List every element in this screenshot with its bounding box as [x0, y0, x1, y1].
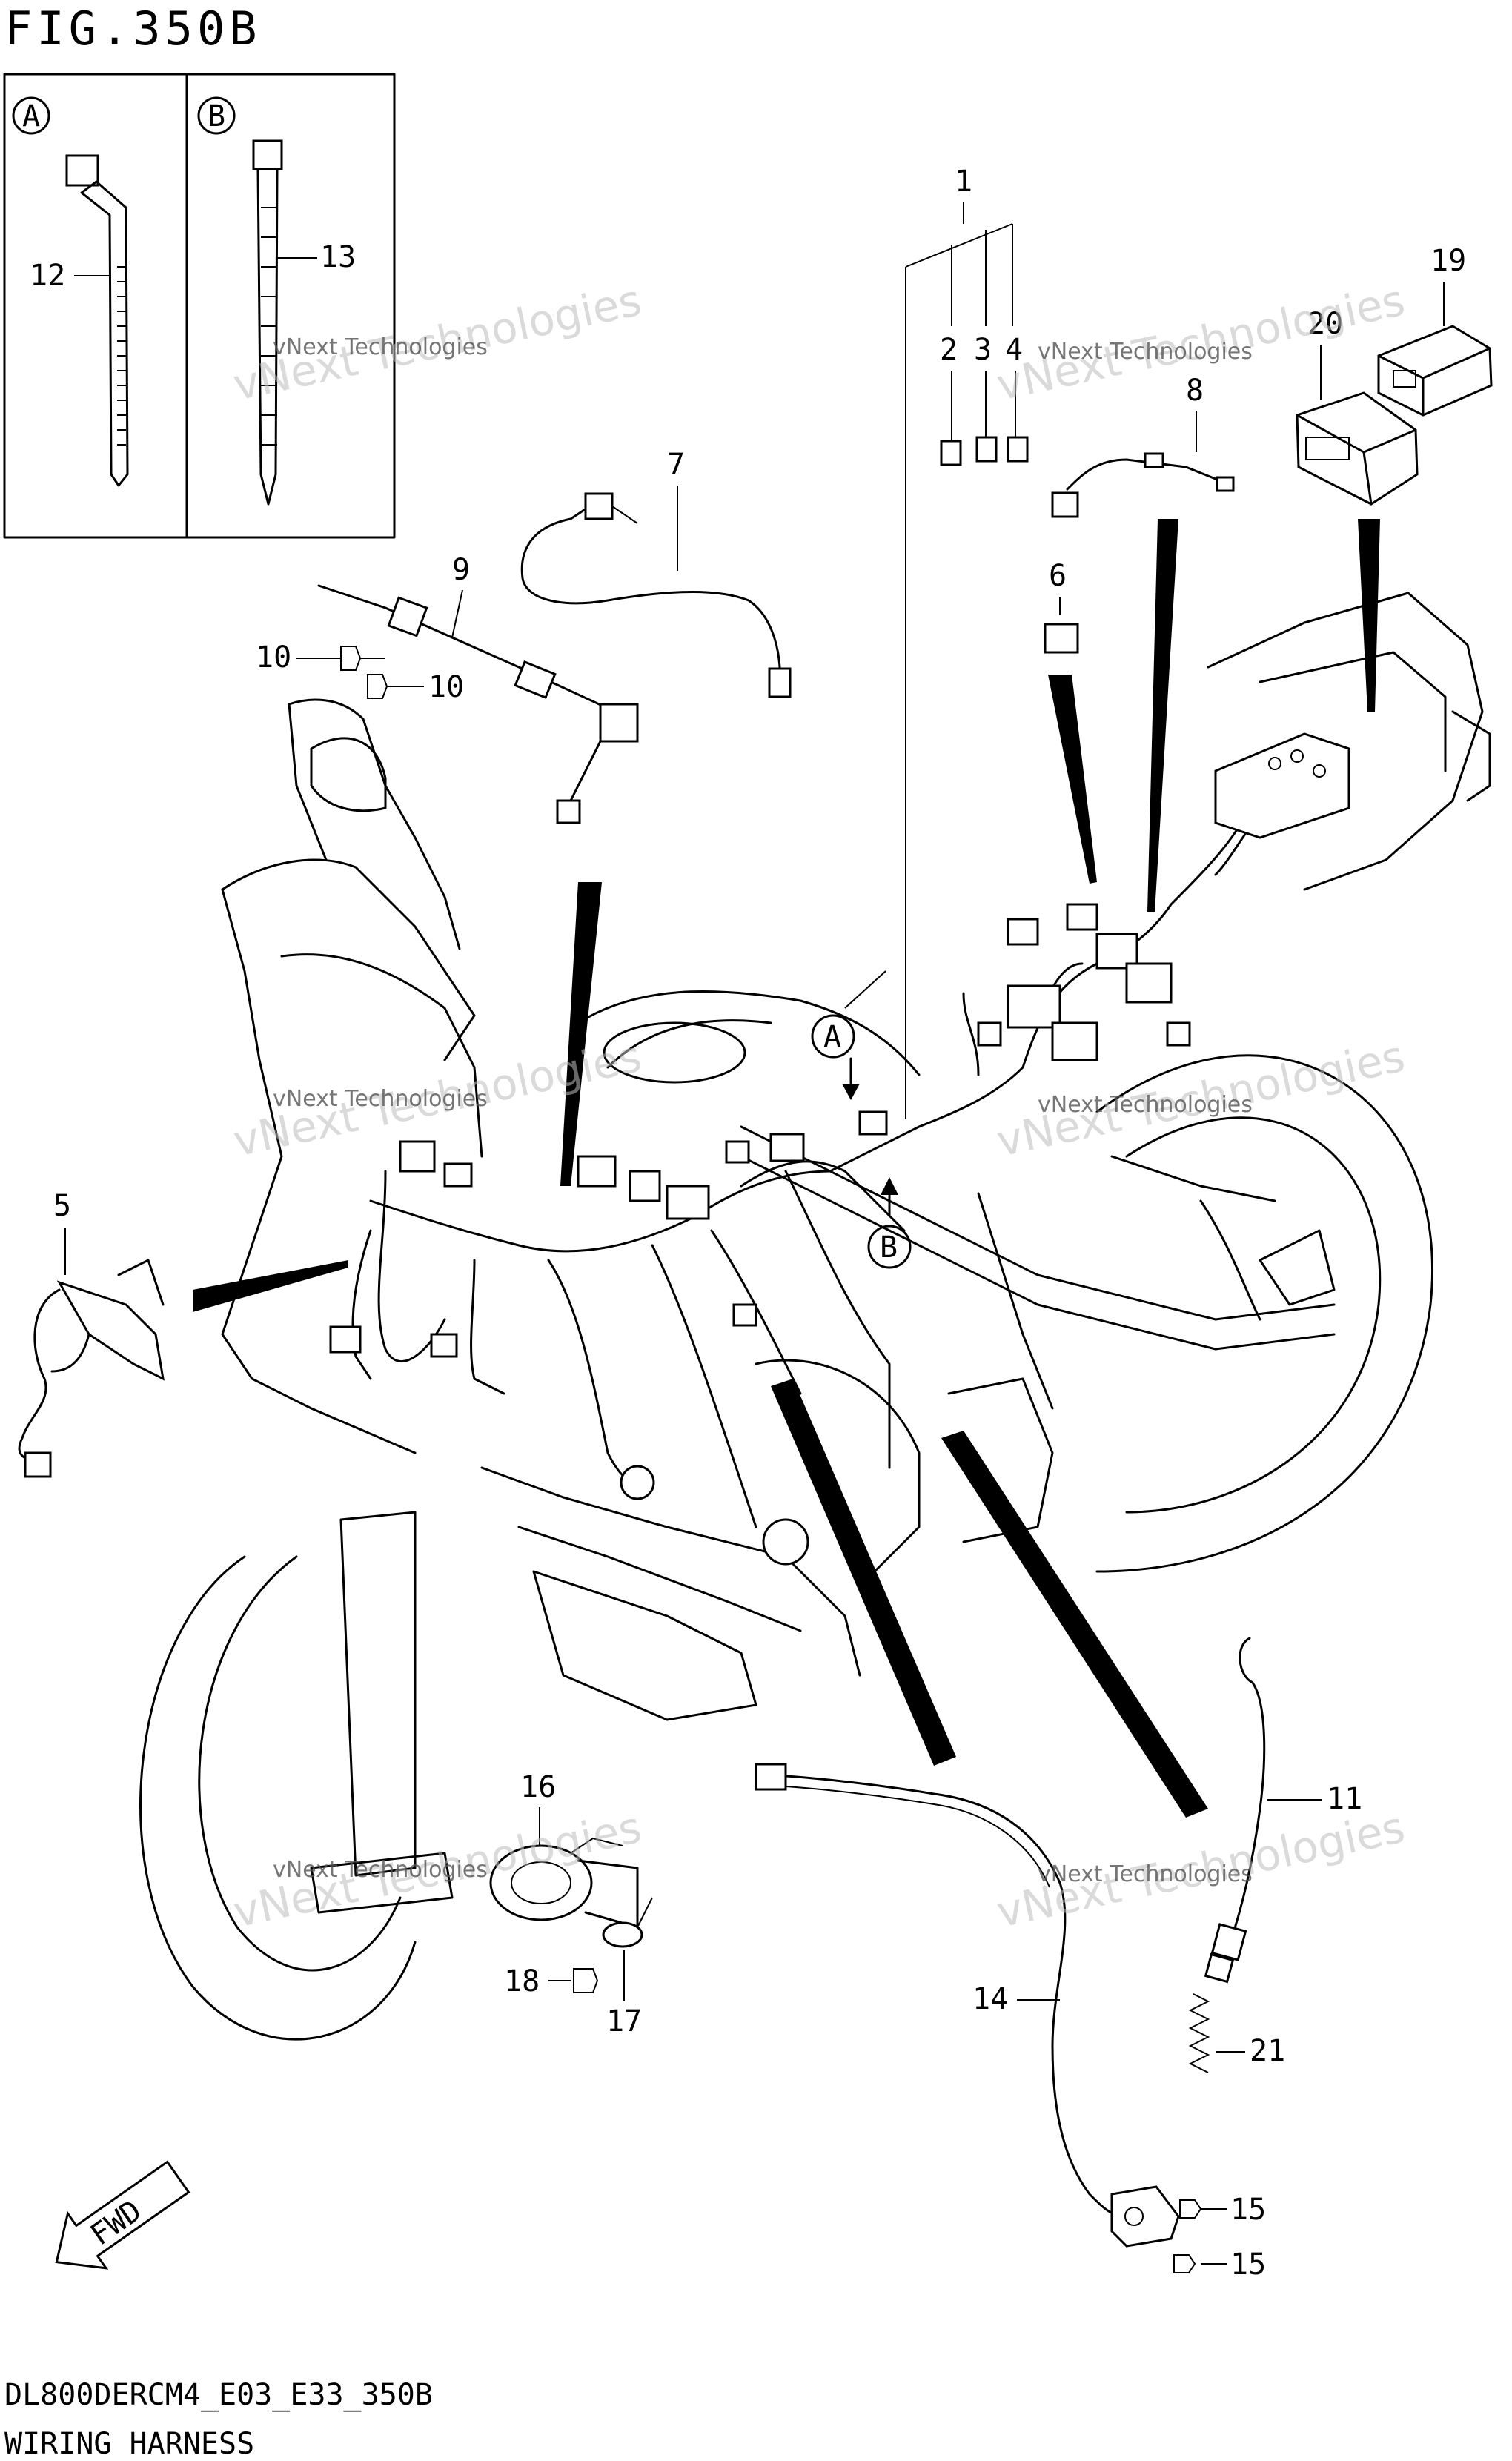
watermark-12: vNext Technologies — [1038, 1861, 1253, 1887]
motorcycle-frame-drawing — [139, 592, 1491, 2041]
fwd-arrow: FWD — [55, 2160, 190, 2270]
callout-19: 19 — [1430, 244, 1466, 278]
callout-10a: 10 — [256, 640, 291, 675]
callout-11: 11 — [1327, 1782, 1362, 1816]
bolt-18 — [573, 1968, 599, 1993]
tie-13-drawing — [252, 139, 283, 506]
bolt-15a — [1179, 2199, 1202, 2219]
watermark-7: vNext Technologies — [273, 334, 488, 360]
fuses-drawing — [940, 371, 1029, 466]
watermark-8: vNext Technologies — [1038, 339, 1253, 365]
watermark-9: vNext Technologies — [273, 1086, 488, 1112]
callout-17: 17 — [606, 2004, 642, 2038]
callout-12: 12 — [30, 259, 65, 293]
callout-4: 4 — [1005, 333, 1023, 367]
watermark-layer: vNext Technologies vNext Technologies vN… — [229, 275, 1409, 1938]
pointer-8 — [1147, 519, 1178, 912]
inset-letter-a: A — [22, 99, 40, 133]
pointer-11 — [941, 1431, 1208, 1818]
callout-18: 18 — [504, 1964, 540, 1998]
clamp-12-drawing — [65, 154, 129, 487]
pointer-5 — [193, 1260, 348, 1312]
marker-a-letter: A — [823, 1020, 841, 1054]
pointer-20 — [1358, 519, 1380, 712]
callout-21: 21 — [1250, 2034, 1285, 2068]
inset-label-b: B — [197, 96, 236, 135]
switch-5-drawing — [18, 1259, 165, 1478]
connector-6 — [1044, 623, 1079, 654]
figure-title: FIG.350B — [4, 1, 262, 56]
sensor-11-drawing — [1204, 1637, 1266, 1984]
sensor-7-drawing — [520, 492, 792, 698]
callout-7: 7 — [667, 448, 685, 482]
marker-b-letter: B — [880, 1230, 898, 1265]
screw-10a — [340, 646, 385, 671]
callout-15a: 15 — [1230, 2193, 1266, 2227]
ecu-20-drawing — [1296, 391, 1419, 506]
bolt-15b — [1173, 2254, 1196, 2273]
callout-14: 14 — [972, 1982, 1008, 2016]
callout-15b: 15 — [1230, 2248, 1266, 2282]
sensor-14-drawing — [755, 1763, 1180, 2248]
pointer-harness — [560, 882, 602, 1186]
horn-16-drawing — [489, 1837, 639, 1929]
footer-code: DL800DERCM4_E03_E33_350B — [4, 2378, 433, 2412]
pointer-6 — [1048, 675, 1097, 884]
spring-21 — [1188, 1993, 1210, 2073]
callout-1: 1 — [955, 165, 972, 199]
callout-6: 6 — [1049, 559, 1067, 593]
callout-13: 13 — [320, 240, 356, 274]
callout-3: 3 — [974, 333, 992, 367]
relay-19-drawing — [1377, 325, 1493, 417]
washer-17-drawing — [602, 1897, 653, 1948]
main-harness-drawing — [329, 732, 1350, 1566]
callout-20: 20 — [1307, 307, 1343, 341]
inset-panel: A B 12 13 — [3, 73, 396, 539]
watermark-11: vNext Technologies — [273, 1857, 488, 1883]
inset-letter-b: B — [208, 99, 225, 133]
callout-9: 9 — [452, 553, 470, 587]
inset-label-a: A — [12, 96, 50, 135]
group-bracket-1: 1 — [905, 165, 1013, 1119]
callout-2: 2 — [940, 333, 958, 367]
lead-9-drawing — [317, 584, 639, 824]
pointer-14 — [771, 1379, 956, 1766]
screw-10b — [367, 674, 393, 699]
sub-harness-8-drawing — [1051, 452, 1235, 518]
marker-b: B — [867, 1177, 912, 1269]
callout-10b: 10 — [428, 670, 464, 704]
watermark-10: vNext Technologies — [1038, 1092, 1253, 1118]
callout-5: 5 — [53, 1189, 71, 1223]
footer-name: WIRING HARNESS — [4, 2427, 254, 2461]
callout-8: 8 — [1186, 374, 1204, 408]
callout-16: 16 — [520, 1770, 556, 1804]
marker-a: A — [811, 970, 886, 1100]
